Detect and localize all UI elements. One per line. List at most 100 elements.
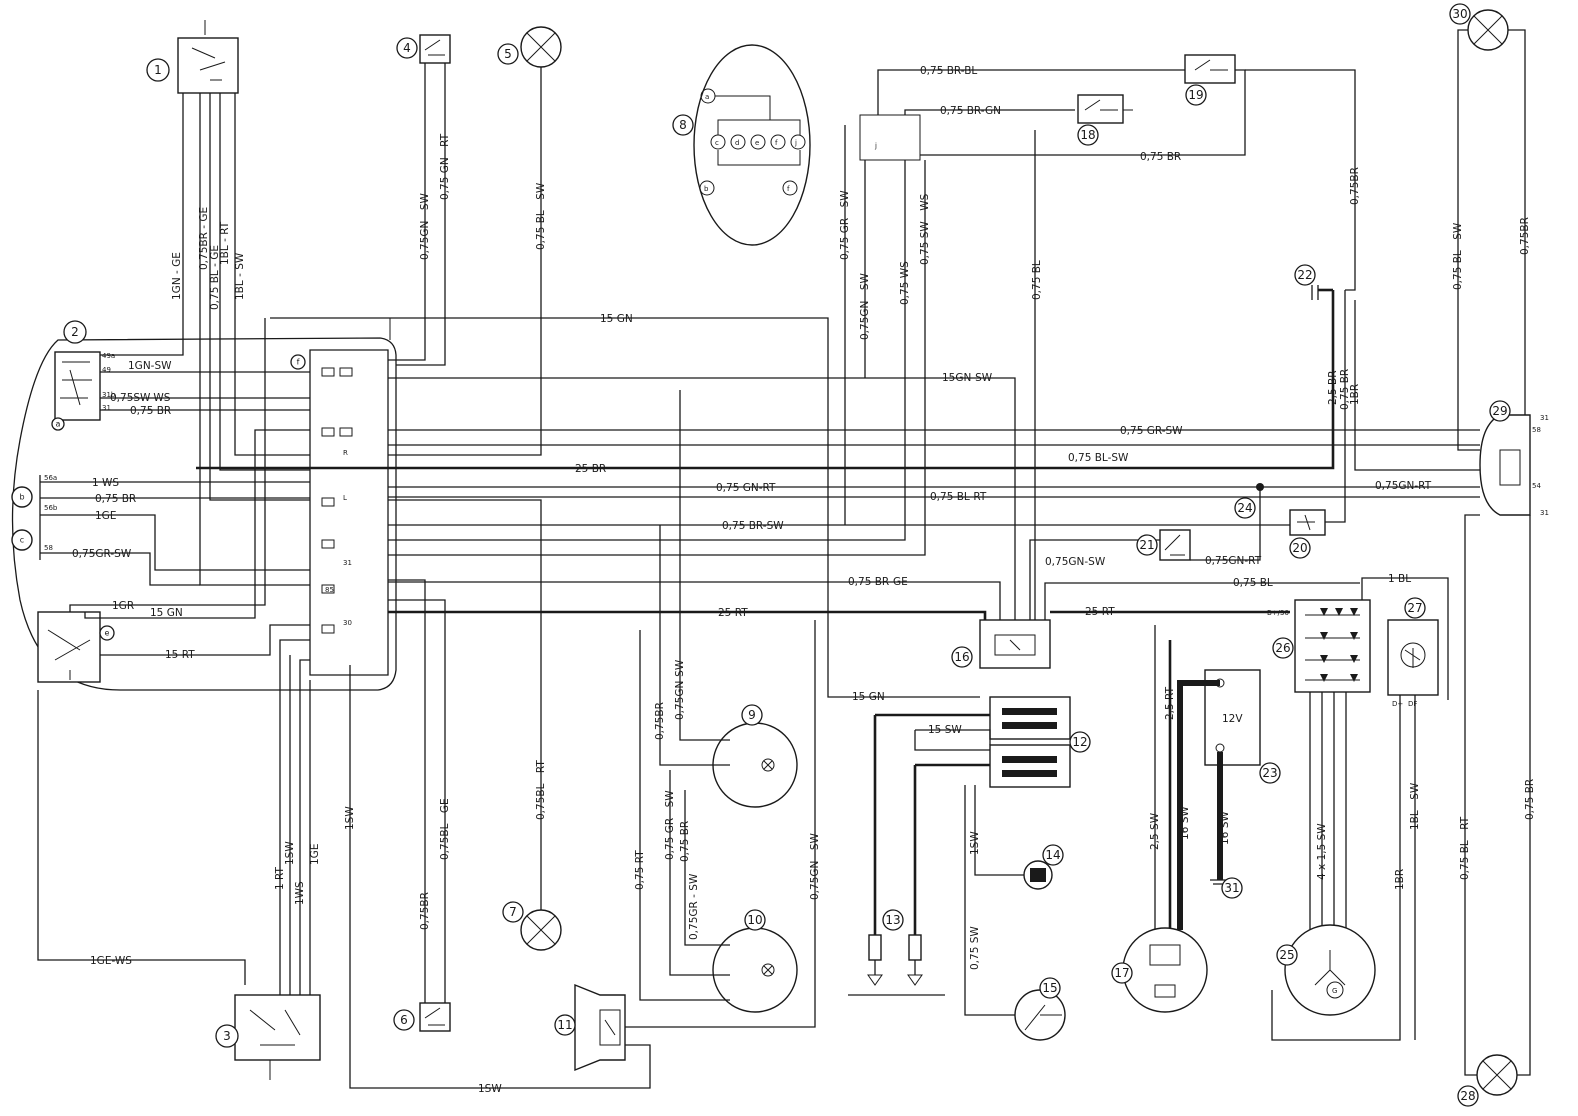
component-13-spark-plug-1	[868, 934, 882, 961]
component-29-rear-light-cluster	[1479, 414, 1531, 516]
wire-label: 0,75 GR - SW	[839, 190, 851, 260]
component-number: 7	[509, 905, 517, 919]
terminal-label: D+	[1392, 700, 1403, 708]
sub-label: b	[19, 493, 24, 502]
wire-label: 1BL - RT	[219, 221, 231, 265]
lamp-c	[11, 529, 33, 551]
sub-label: a	[56, 420, 61, 429]
wire-label: 0,75GN-RT	[1205, 555, 1262, 567]
wire-label: 4 x 1,5 SW	[1316, 823, 1328, 880]
component-number: 21	[1139, 538, 1154, 552]
wire-label: 0,75 SW - WS	[919, 193, 931, 265]
component-number: 23	[1262, 766, 1277, 780]
wire-label: 1 BL	[1388, 573, 1411, 585]
terminal-label: 58	[44, 544, 53, 552]
component-27-regulator	[1387, 619, 1439, 696]
wire-label: 0,75 BL - GE	[209, 245, 221, 310]
wire-label: 0,75 BR-GE	[848, 576, 908, 588]
terminal-label: 85	[325, 586, 334, 594]
component-number: 31	[1224, 881, 1239, 895]
component-12-ignition-coil-1	[989, 696, 1071, 740]
component-number: 27	[1407, 601, 1422, 615]
wire-label: 0,75GR - SW	[688, 873, 700, 940]
component-number: 4	[403, 41, 411, 55]
wire-label: 15 GN	[600, 313, 633, 325]
connector-j	[859, 114, 921, 161]
wire-label: 16 SW	[1179, 806, 1191, 840]
wire-label: 15 GN	[150, 607, 183, 619]
terminal-label: 56b	[44, 504, 58, 512]
harness-top-edge	[270, 317, 391, 340]
component-number: 6	[400, 1013, 408, 1027]
component-18-switch	[1077, 94, 1124, 124]
wire-label: 0,75 WS	[899, 261, 911, 305]
sub-label: j	[794, 139, 797, 147]
wire-label: 0,75 BL - RT	[1459, 816, 1471, 880]
wire-label: 1WS	[294, 881, 306, 905]
sub-label: d	[735, 139, 739, 147]
component-number: 9	[748, 708, 756, 722]
wire-label: 0,75BR	[419, 892, 431, 930]
terminal-label: 56a	[44, 474, 57, 482]
sub-label: f	[297, 358, 300, 367]
wire-label: 1GN - GE	[171, 252, 183, 300]
wire-label: 1BR	[1394, 869, 1406, 890]
component-number: 22	[1297, 268, 1312, 282]
wire-label: 1BR	[1349, 384, 1361, 405]
sub-label: e	[105, 629, 110, 638]
wire-label: 0,75 BR-GN	[940, 105, 1001, 117]
component-6-brake-switch-rear	[419, 1002, 451, 1032]
battery-voltage: 12V	[1222, 713, 1243, 725]
wire-label: 0,75BL - GE	[439, 798, 451, 860]
wire-label: 1BL - SW	[234, 252, 246, 300]
wire-label: 1GR	[112, 600, 134, 612]
terminal-label: L	[343, 494, 347, 502]
junction-block: f R L 31 30 85	[290, 354, 353, 634]
component-12-ignition-coil-2	[989, 744, 1071, 788]
wire-label: 0,75 GR-SW	[1120, 425, 1183, 437]
alternator-label: G	[1332, 987, 1337, 995]
wire-label: 2,5 SW	[1149, 812, 1161, 850]
wire-label: 0,75 BR-SW	[722, 520, 784, 532]
terminal-label: R	[343, 449, 348, 457]
wire-label: 0,75 SW	[969, 926, 981, 970]
wire-label: 0,75 BR	[1339, 369, 1351, 410]
component-e-light-switch	[37, 611, 101, 683]
component-number: 25	[1279, 948, 1294, 962]
terminal-label: 31	[102, 404, 111, 412]
component-number: 16	[954, 650, 969, 664]
sub-label: a	[705, 93, 709, 101]
wire-label: 1BL - SW	[1409, 782, 1421, 830]
wire-label: 0,75 BR	[679, 821, 691, 862]
sub-label: c	[20, 536, 24, 545]
wire-label: 0,75 BR	[95, 493, 136, 505]
junction-dot	[1256, 483, 1264, 491]
wire-label: 0,75GN - SW	[419, 193, 431, 260]
wire-label: 0,75 BR-BL	[920, 65, 977, 77]
wire-label: 0,75BR - GE	[198, 207, 210, 270]
wire-label: 0,75 GR - SW	[664, 790, 676, 860]
terminal-label: DF	[1408, 700, 1417, 708]
wire-label: 0,75 BR	[130, 405, 171, 417]
component-number: 20	[1292, 541, 1307, 555]
wire-label: 1GE	[95, 510, 116, 522]
terminal-label: 31	[343, 559, 352, 567]
component-19-switch	[1184, 54, 1236, 84]
component-13-spark-plug-2	[908, 934, 922, 961]
component-number: 29	[1492, 404, 1507, 418]
sub-label: f	[787, 185, 790, 193]
terminal-label: 31b	[102, 391, 116, 399]
component-number: 10	[747, 913, 762, 927]
sub-label: e	[755, 139, 759, 147]
wire-label: 25 BR	[575, 463, 606, 475]
component-number: 30	[1452, 7, 1467, 21]
wire-label: 0,75 BR	[1140, 151, 1181, 163]
terminal-label: B+/30	[1267, 609, 1289, 617]
wire-label: 0,75 BL	[1031, 260, 1043, 300]
component-number: 12	[1072, 735, 1087, 749]
component-number: 26	[1275, 641, 1290, 655]
wire-label: 0,75BR	[1349, 167, 1361, 205]
wire-label: 0,75 BL-RT	[930, 491, 987, 503]
wire-label: 0,75 RT	[634, 850, 646, 890]
wire-label: 0,75GR-SW	[72, 548, 132, 560]
